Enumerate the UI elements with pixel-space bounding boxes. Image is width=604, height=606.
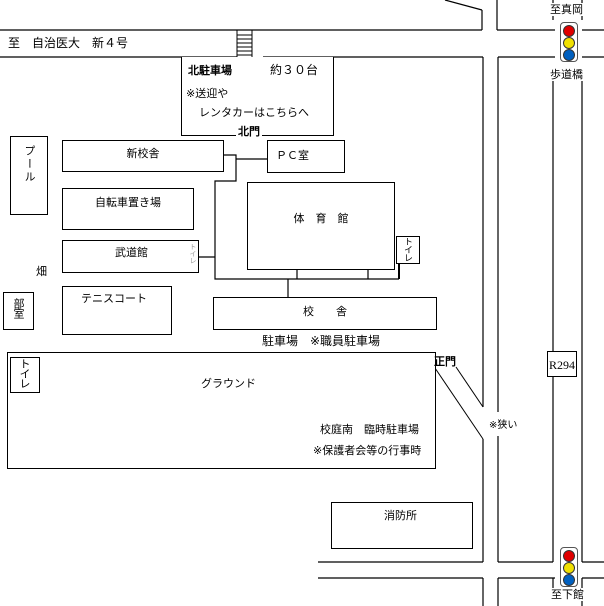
budokan-toilet-label: トイレ [189,243,197,264]
school-label: 校 舎 [303,305,347,318]
red-light-icon [563,550,575,562]
traffic-signal-north [560,22,578,62]
new-school-label: 新校舎 [126,147,160,160]
school-building: 校 舎 [213,297,437,330]
main-gate-label: 正門 [434,355,456,368]
north-parking: 北駐車場 約３０台 ※送迎や レンタカーはこちらへ [181,57,334,136]
route-294-sign: R294 [547,351,577,377]
traffic-signal-south [560,547,578,587]
tennis-court: テニスコート [62,286,172,335]
to-mooka-label: 至真岡 [548,3,585,16]
ground-label: グラウンド [201,377,256,390]
club-room-label: 部室 [12,298,25,318]
yellow-light-icon [563,562,575,574]
fire-station-label: 消防所 [384,509,417,522]
north-parking-note-2: レンタカーはこちらへ [199,106,309,119]
temp-parking-note: ※保護者会等の行事時 [313,444,422,457]
bicycle-parking: 自転車置き場 [62,188,194,230]
new-school-building: 新校舎 [62,140,224,172]
tennis-court-label: テニスコート [81,292,147,305]
pc-room-label: ＰＣ室 [276,149,309,162]
blue-light-icon [563,49,575,61]
north-parking-capacity: 約３０台 [270,63,319,77]
pool-label: プール [23,145,36,184]
ground-toilet: トイレ [10,357,40,393]
budokan: 武道館 トイレ [62,240,199,273]
narrow-road-note: ※狭い [487,419,520,432]
north-road-label: 至 自治医大 新４号 [8,36,129,50]
fire-station: 消防所 [331,502,473,549]
gym-toilet: トイレ [396,236,420,264]
club-room: 部室 [3,292,34,330]
gym-label: 体 育 館 [293,212,349,225]
stairs [236,30,253,57]
gymnasium: 体 育 館 [247,182,395,270]
red-light-icon [563,25,575,37]
north-gate-label: 北門 [236,125,262,138]
ground: トイレ グラウンド 校庭南 臨時駐車場 ※保護者会等の行事時 [7,352,436,469]
north-parking-note: ※送迎や [186,87,229,100]
temp-parking-label: 校庭南 臨時駐車場 [320,423,419,436]
route-sign-label: R294 [548,358,575,372]
staff-parking-label: 駐車場 ※職員駐車場 [262,334,381,348]
pedestrian-bridge-label: 歩道橋 [548,68,585,81]
blue-light-icon [563,574,575,586]
bicycle-parking-label: 自転車置き場 [95,196,161,209]
budokan-label: 武道館 [115,246,148,259]
pc-room: ＰＣ室 [267,140,345,173]
gym-toilet-label: トイレ [402,237,412,261]
field-label: 畑 [36,265,47,278]
to-shimodate-label: 至下館 [549,588,586,601]
north-parking-title: 北駐車場 [188,64,232,77]
pool: プール [10,136,48,215]
ground-toilet-label: トイレ [18,358,31,388]
yellow-light-icon [563,37,575,49]
